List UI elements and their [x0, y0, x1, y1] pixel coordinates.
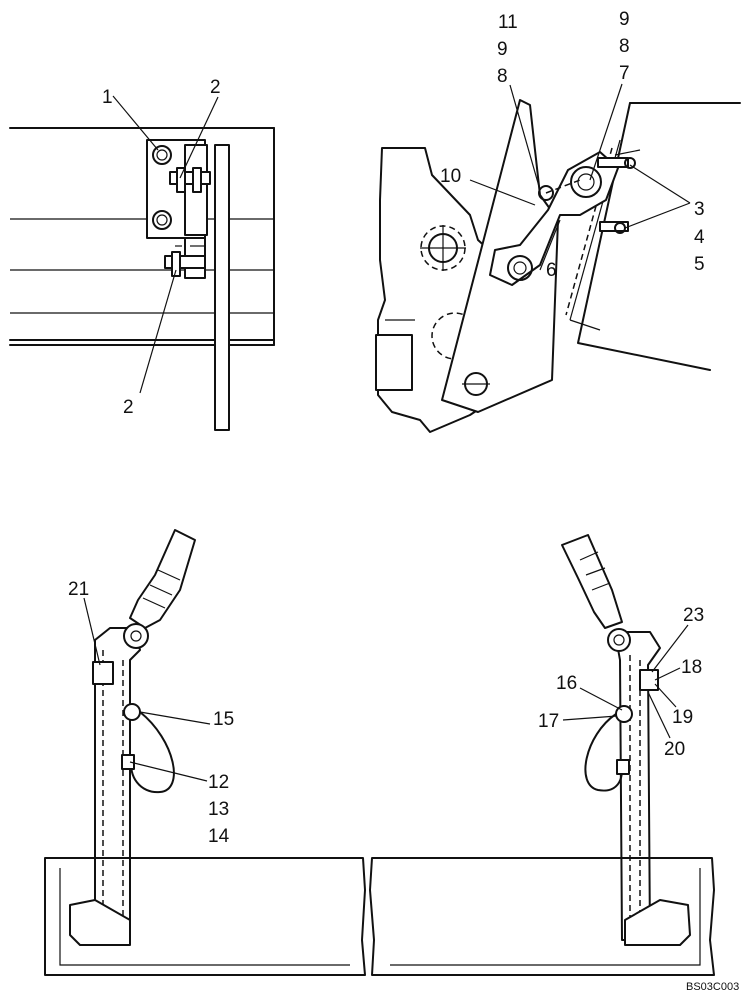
callout-4: 4	[694, 227, 705, 248]
drawing-code: BS03C003	[686, 981, 739, 993]
callout-labels: 1 2 2 11 9 8 9 8 7 10 3 4 5 6 21 15 12 1…	[68, 9, 739, 993]
callout-9-left: 9	[497, 39, 508, 60]
callout-20: 20	[664, 739, 685, 760]
callout-23: 23	[683, 605, 704, 626]
bottom-frame	[44, 857, 715, 976]
right-lever-assembly	[561, 534, 661, 941]
callout-1: 1	[102, 87, 113, 108]
callout-21: 21	[68, 579, 89, 600]
callout-6: 6	[546, 260, 557, 281]
callout-16: 16	[556, 673, 577, 694]
callout-10: 10	[440, 166, 461, 187]
left-handle-grip	[129, 529, 196, 629]
callout-12: 12	[208, 772, 229, 793]
leader-lines	[83, 83, 691, 782]
right-handle-grip	[561, 534, 623, 629]
callout-2-bottom: 2	[123, 397, 134, 418]
top-left-view	[9, 127, 275, 431]
callout-15: 15	[213, 709, 234, 730]
left-lever-assembly	[92, 529, 196, 941]
callout-13: 13	[208, 799, 229, 820]
callout-8-right: 8	[619, 36, 630, 57]
callout-7: 7	[619, 63, 630, 84]
callout-3: 3	[694, 199, 705, 220]
callout-5: 5	[694, 254, 705, 275]
callout-11: 11	[498, 12, 518, 33]
callout-2-top: 2	[210, 77, 221, 98]
top-right-view	[375, 99, 741, 433]
callout-17: 17	[538, 711, 559, 732]
callout-19: 19	[672, 707, 693, 728]
callout-14: 14	[208, 826, 230, 847]
callout-8-left: 8	[497, 66, 508, 87]
callout-9-right: 9	[619, 9, 630, 30]
callout-18: 18	[681, 657, 702, 678]
